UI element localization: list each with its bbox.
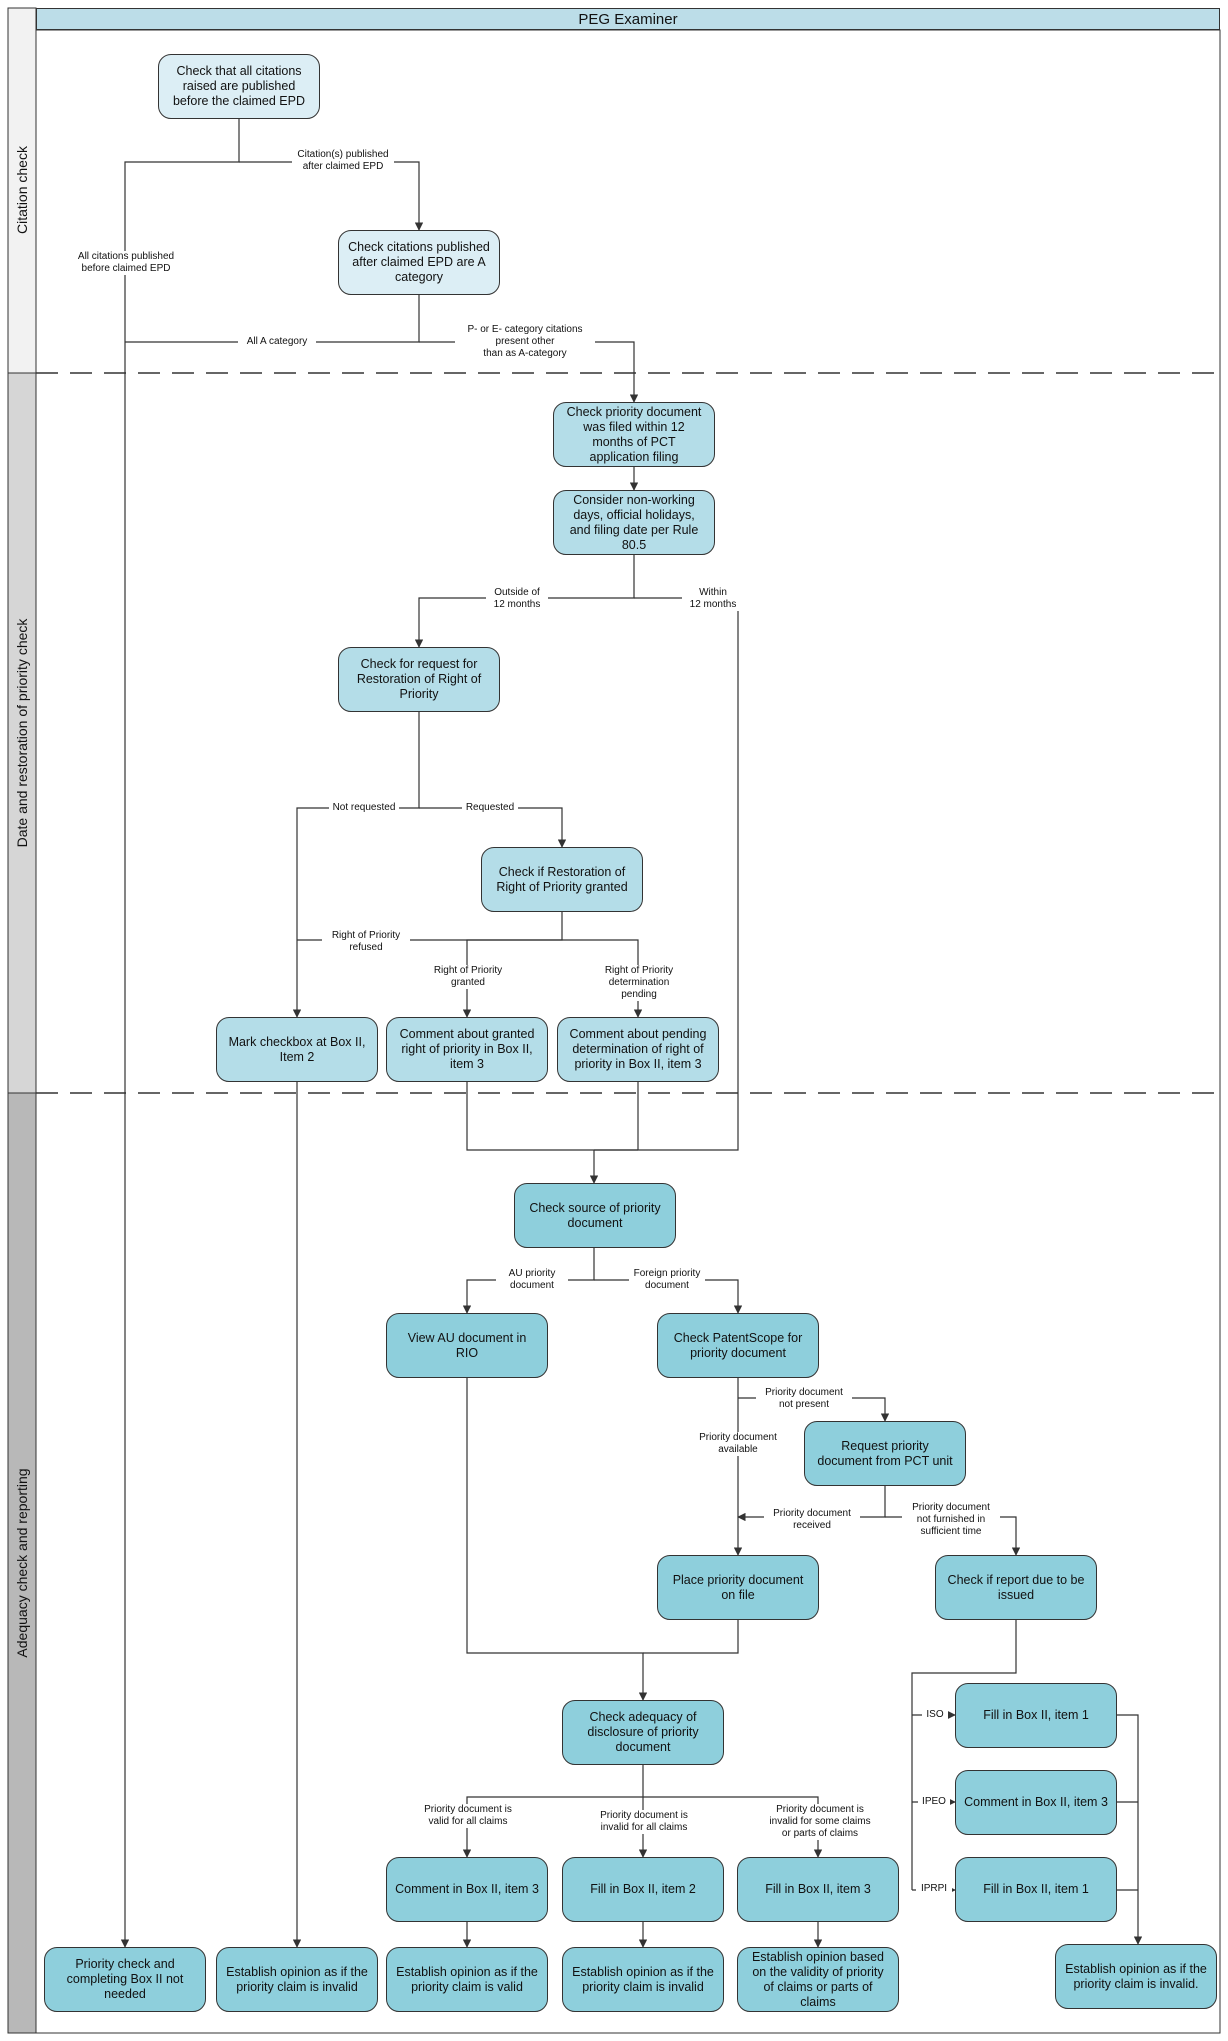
node-comment-pending: Comment about pending determination of r… [557, 1017, 719, 1082]
node-consider-nonworking: Consider non-working days, official holi… [553, 490, 715, 555]
node-comment-box2-item3: Comment in Box II, item 3 [386, 1857, 548, 1922]
node-check-citations-published: Check that all citations raised are publ… [158, 54, 320, 119]
node-check-a-category: Check citations published after claimed … [338, 230, 500, 295]
label-not-present: Priority document not present [756, 1387, 852, 1411]
label-not-furnished: Priority document not furnished in suffi… [902, 1502, 1000, 1538]
pool-title: PEG Examiner [36, 8, 1220, 30]
node-check-restoration-request: Check for request for Restoration of Rig… [338, 647, 500, 712]
node-fill-box2-item3: Fill in Box II, item 3 [737, 1857, 899, 1922]
label-pending: Right of Priority determination pending [595, 965, 683, 1001]
lane-label-date: Date and restoration of priority check [14, 619, 30, 848]
node-mark-checkbox: Mark checkbox at Box II, Item 2 [216, 1017, 378, 1082]
label-foreign-doc: Foreign priority document [629, 1268, 705, 1292]
node-valid-opinion: Establish opinion as if the priority cla… [386, 1947, 548, 2012]
label-not-requested: Not requested [329, 802, 399, 814]
label-invalid-all: Priority document is invalid for all cla… [587, 1810, 701, 1834]
label-before-epd: All citations published before claimed E… [72, 251, 180, 275]
label-ipeo: IPEO [918, 1796, 950, 1808]
edge-all-a [125, 295, 419, 342]
edge-iso-to-invalid [1117, 1715, 1138, 1944]
label-within-12: Within 12 months [682, 587, 744, 611]
label-after-epd: Citation(s) published after claimed EPD [292, 149, 394, 173]
lane-label-adequacy: Adequacy check and reporting [14, 1468, 30, 1657]
node-not-needed: Priority check and completing Box II not… [44, 1947, 206, 2012]
node-check-patentscope: Check PatentScope for priority document [657, 1313, 819, 1378]
label-available: Priority document available [690, 1432, 786, 1456]
label-requested: Requested [462, 802, 518, 814]
node-view-au: View AU document in RIO [386, 1313, 548, 1378]
edge-au-to-adequacy [467, 1378, 643, 1700]
node-place-on-file: Place priority document on file [657, 1555, 819, 1620]
node-fill-box2-item2: Fill in Box II, item 2 [562, 1857, 724, 1922]
label-granted: Right of Priority granted [424, 965, 512, 989]
node-check-report-due: Check if report due to be issued [935, 1555, 1097, 1620]
label-all-a: All A category [238, 336, 316, 348]
node-invalid-all: Establish opinion as if the priority cla… [562, 1947, 724, 2012]
label-invalid-some: Priority document is invalid for some cl… [760, 1804, 880, 1840]
node-comment-granted: Comment about granted right of priority … [386, 1017, 548, 1082]
edge-not-requested [297, 712, 419, 1017]
edge-report-due-branch [912, 1620, 1016, 1890]
node-check-restoration-granted: Check if Restoration of Right of Priorit… [481, 847, 643, 912]
label-received: Priority document received [764, 1508, 860, 1532]
node-iso-fill-item1: Fill in Box II, item 1 [955, 1683, 1117, 1748]
label-p-e-cat: P- or E- category citations present othe… [455, 324, 595, 360]
node-ipeo-comment-item3: Comment in Box II, item 3 [955, 1770, 1117, 1835]
label-valid-all: Priority document is valid for all claim… [411, 1804, 525, 1828]
node-request-priority: Request priority document from PCT unit [804, 1421, 966, 1486]
node-invalid-from-refused: Establish opinion as if the priority cla… [216, 1947, 378, 2012]
edge-granted-merge [467, 1082, 638, 1150]
node-invalid-report: Establish opinion as if the priority cla… [1055, 1944, 1217, 2009]
node-check-source: Check source of priority document [514, 1183, 676, 1248]
node-check-12-months: Check priority document was filed within… [553, 402, 715, 467]
label-refused: Right of Priority refused [322, 930, 410, 954]
lane-label-citation: Citation check [14, 146, 30, 234]
node-check-adequacy: Check adequacy of disclosure of priority… [562, 1700, 724, 1765]
edge-file-to-adequacy [643, 1620, 738, 1653]
label-outside-12: Outside of 12 months [486, 587, 548, 611]
label-iso: ISO [922, 1709, 948, 1721]
label-au-doc: AU priority document [496, 1268, 568, 1292]
label-iprpi: IPRPI [916, 1883, 952, 1895]
node-iprpi-fill-item1: Fill in Box II, item 1 [955, 1857, 1117, 1922]
node-partial-opinion: Establish opinion based on the validity … [737, 1947, 899, 2012]
